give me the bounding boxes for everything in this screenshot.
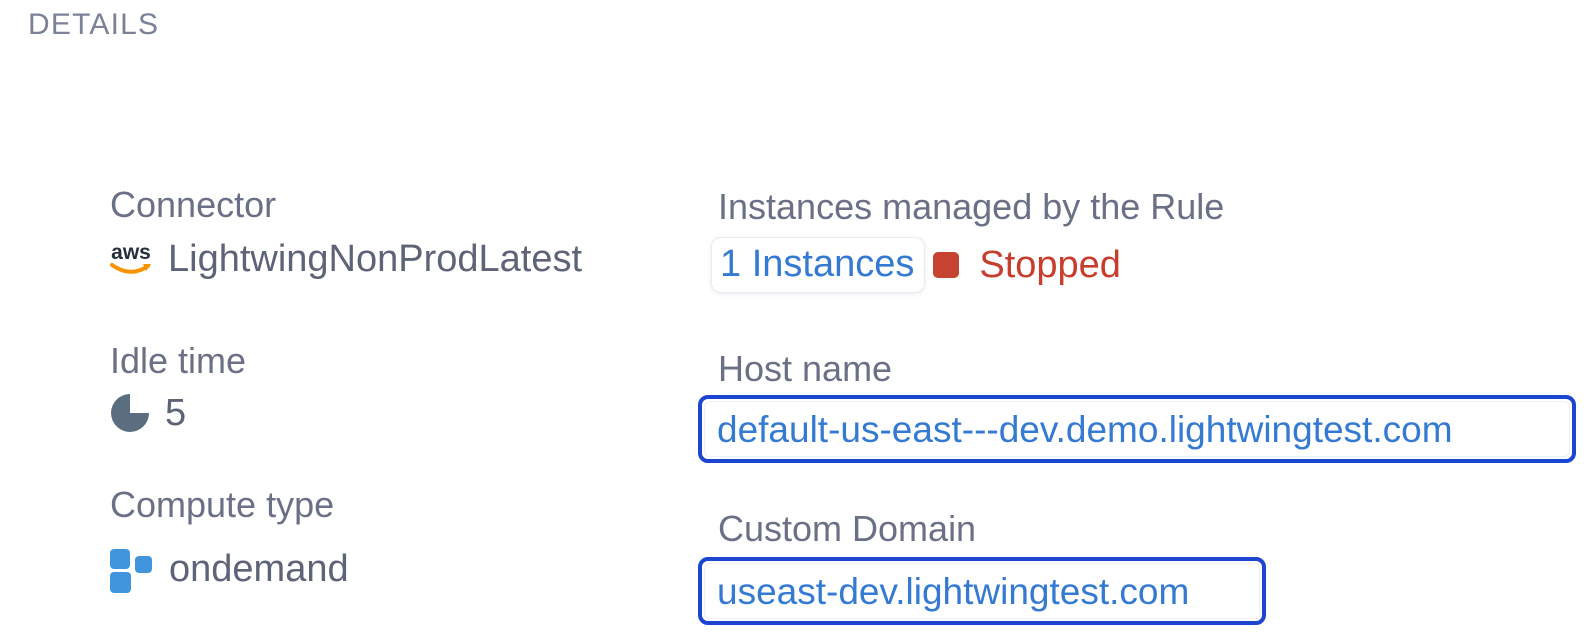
custom-domain-link[interactable]: useast-dev.lightwingtest.com (717, 570, 1190, 612)
instance-status-text: Stopped (979, 243, 1121, 286)
host-name-label: Host name (718, 348, 893, 389)
instances-count-link[interactable]: 1 Instances (711, 237, 926, 293)
instances-managed-label: Instances managed by the Rule (718, 186, 1225, 227)
compute-type-value: ondemand (169, 547, 349, 590)
idle-time-value-row: 5 (108, 391, 186, 435)
instances-status-row: 1 Instances Stopped (711, 237, 1121, 293)
custom-domain-link-inner: useast-dev.lightwingtest.com (704, 563, 1260, 619)
compute-type-value-row: ondemand (108, 542, 349, 596)
custom-domain-label: Custom Domain (718, 508, 977, 549)
red-square-icon (933, 252, 960, 278)
idle-time-value: 5 (165, 391, 187, 434)
connector-value: LightwingNonProdLatest (168, 237, 583, 280)
idle-time-label: Idle time (110, 340, 247, 381)
connector-value-row: aws LightwingNonProdLatest (107, 237, 582, 281)
host-name-link[interactable]: default-us-east---dev.demo.lightwingtest… (717, 408, 1453, 450)
details-section-title: DETAILS (28, 8, 160, 41)
svg-text:aws: aws (111, 241, 151, 264)
host-name-link-box[interactable]: default-us-east---dev.demo.lightwingtest… (698, 395, 1576, 463)
custom-domain-link-box[interactable]: useast-dev.lightwingtest.com (698, 557, 1266, 625)
host-name-link-inner: default-us-east---dev.demo.lightwingtest… (704, 401, 1570, 457)
compute-squares-icon (108, 542, 156, 596)
connector-label: Connector (110, 184, 277, 225)
aws-icon: aws (107, 237, 155, 281)
pie-chart-icon (108, 391, 152, 435)
compute-type-label: Compute type (110, 484, 335, 525)
